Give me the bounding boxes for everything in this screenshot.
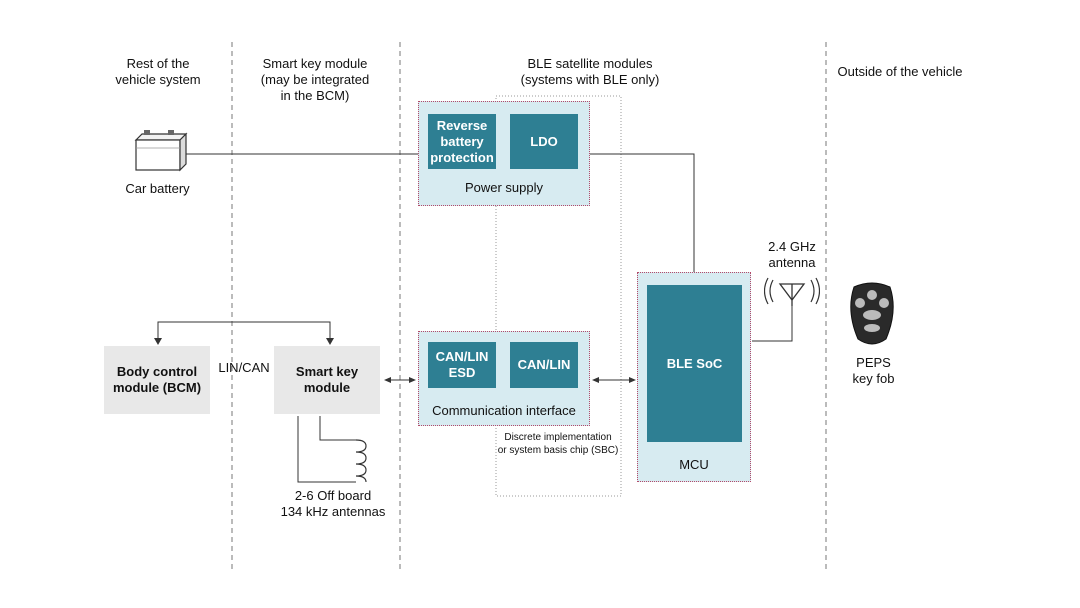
arrow-to-bcm [154, 338, 162, 345]
mcu-title: MCU [679, 457, 709, 472]
header-outside-vehicle: Outside of the vehicle [837, 64, 963, 79]
ble-soc: BLE SoC [647, 285, 742, 442]
lin-can-label: LIN/CAN [218, 360, 270, 375]
power-supply-title: Power supply [464, 180, 544, 195]
car-battery-icon [130, 128, 188, 174]
key-fob-icon [846, 281, 898, 347]
can-lin-transceiver: CAN/LIN [510, 342, 578, 388]
arrow-to-smartkey [326, 338, 334, 345]
lf-antenna-wire-b [319, 416, 356, 441]
header-ble-satellite: BLE satellite modules(systems with BLE o… [520, 56, 660, 87]
lf-antenna-wire-a [297, 416, 356, 483]
sbc-outline [495, 95, 622, 497]
coil-antenna-icon [350, 436, 370, 486]
communication-interface-title: Communication interface [432, 403, 576, 418]
car-battery-label: Car battery [125, 181, 190, 196]
mcu-antenna-wire [752, 300, 793, 342]
bcm-smartkey-loop [157, 321, 331, 342]
antenna-icon [763, 276, 821, 306]
ldo-block: LDO [510, 114, 578, 169]
power-to-mcu-wire [590, 153, 695, 272]
